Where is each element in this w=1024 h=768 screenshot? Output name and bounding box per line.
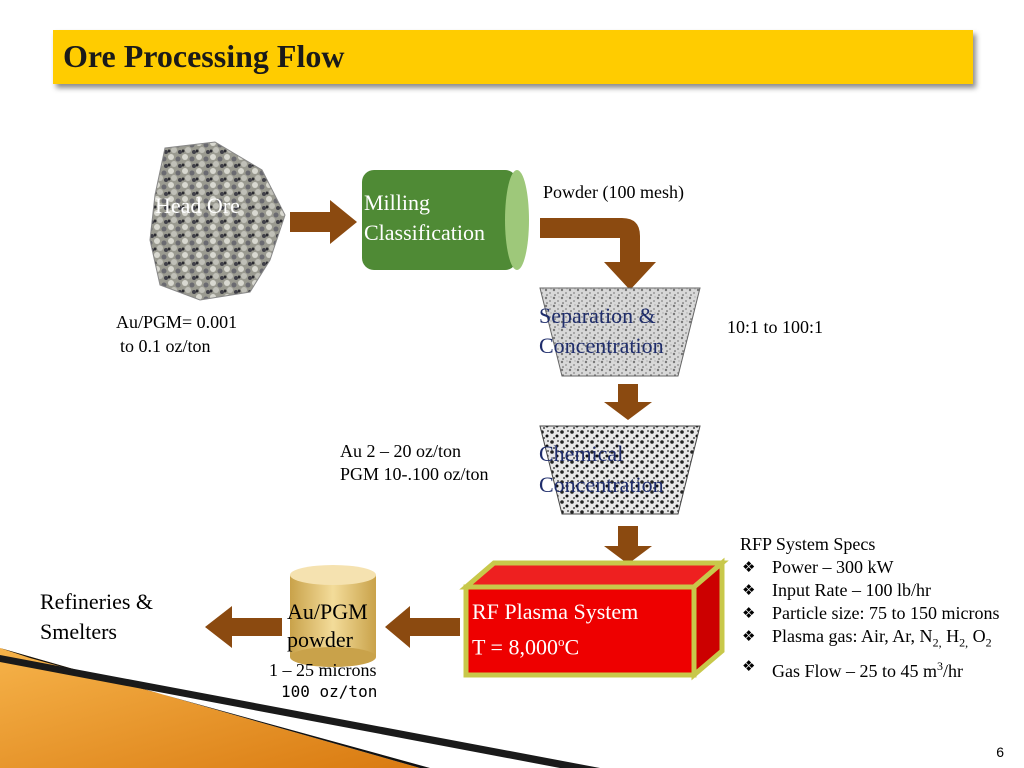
powder-cylinder xyxy=(290,565,376,667)
diamond-bullet-icon: ❖ xyxy=(742,627,756,645)
head-ore-grade-line1: Au/PGM= 0.001 xyxy=(116,312,238,332)
specs-heading: RFP System Specs xyxy=(740,534,876,554)
page-title: Ore Processing Flow xyxy=(63,38,345,74)
plasma-label-line2: T = 8,000oC xyxy=(472,634,580,660)
separation-label-line1: Separation & xyxy=(539,303,656,328)
chemical-grade-line1: Au 2 – 20 oz/ton xyxy=(340,441,461,461)
arrow-milling-to-separation xyxy=(540,218,656,290)
arrow-ore-to-milling xyxy=(290,200,357,244)
arrow-separation-to-chemical xyxy=(604,384,652,420)
plasma-system-box xyxy=(459,557,729,681)
head-ore-label: Head Ore xyxy=(155,193,240,218)
chemical-funnel xyxy=(539,425,701,515)
chemical-label-line2: Concentration xyxy=(539,472,664,497)
refineries-label-line2: Smelters xyxy=(40,619,117,644)
title-bar: Ore Processing Flow xyxy=(53,30,973,84)
product-label-line2: powder xyxy=(287,627,353,652)
milling-output-label: Powder (100 mesh) xyxy=(543,182,684,202)
diamond-bullet-icon: ❖ xyxy=(742,581,756,599)
spec-item: ❖Input Rate – 100 lb/hr xyxy=(742,580,931,600)
product-label-line1: Au/PGM xyxy=(287,599,368,624)
corner-decoration xyxy=(0,648,600,768)
refineries-label-line1: Refineries & xyxy=(40,589,154,614)
spec-item: ❖Particle size: 75 to 150 microns xyxy=(742,603,1000,623)
diamond-bullet-icon: ❖ xyxy=(742,604,756,622)
specs-list: ❖Power – 300 kW ❖Input Rate – 100 lb/hr … xyxy=(740,556,1000,683)
separation-label-line2: Concentration xyxy=(539,333,664,358)
diamond-bullet-icon: ❖ xyxy=(742,558,756,576)
rfp-specs: RFP System Specs ❖Power – 300 kW ❖Input … xyxy=(740,533,1000,683)
chemical-grade-line2: PGM 10-.100 oz/ton xyxy=(340,464,489,484)
page-number: 6 xyxy=(996,744,1004,760)
milling-cylinder xyxy=(362,170,529,270)
separation-funnel xyxy=(539,287,701,377)
arrow-powder-to-refineries xyxy=(205,606,282,648)
spec-item: ❖Gas Flow – 25 to 45 m3/hr xyxy=(742,656,964,681)
head-ore-grade-line2: to 0.1 oz/ton xyxy=(120,336,211,356)
head-ore-rock xyxy=(149,141,286,301)
arrow-chemical-to-plasma xyxy=(604,526,652,564)
plasma-label-line1: RF Plasma System xyxy=(472,599,639,624)
separation-ratio-label: 10:1 to 100:1 xyxy=(727,317,824,337)
milling-label-line2: Classification xyxy=(364,220,485,245)
diamond-bullet-icon: ❖ xyxy=(742,656,756,675)
spec-item: ❖Plasma gas: Air, Ar, N2, H2, O2 xyxy=(742,626,992,650)
chemical-label-line1: Chemical xyxy=(539,441,624,466)
arrow-plasma-to-powder xyxy=(385,606,460,648)
product-grade-label: 100 oz/ton xyxy=(281,682,378,701)
product-size-label: 1 – 25 microns xyxy=(269,660,377,680)
milling-label-line1: Milling xyxy=(364,190,431,215)
spec-item: ❖Power – 300 kW xyxy=(742,557,894,577)
